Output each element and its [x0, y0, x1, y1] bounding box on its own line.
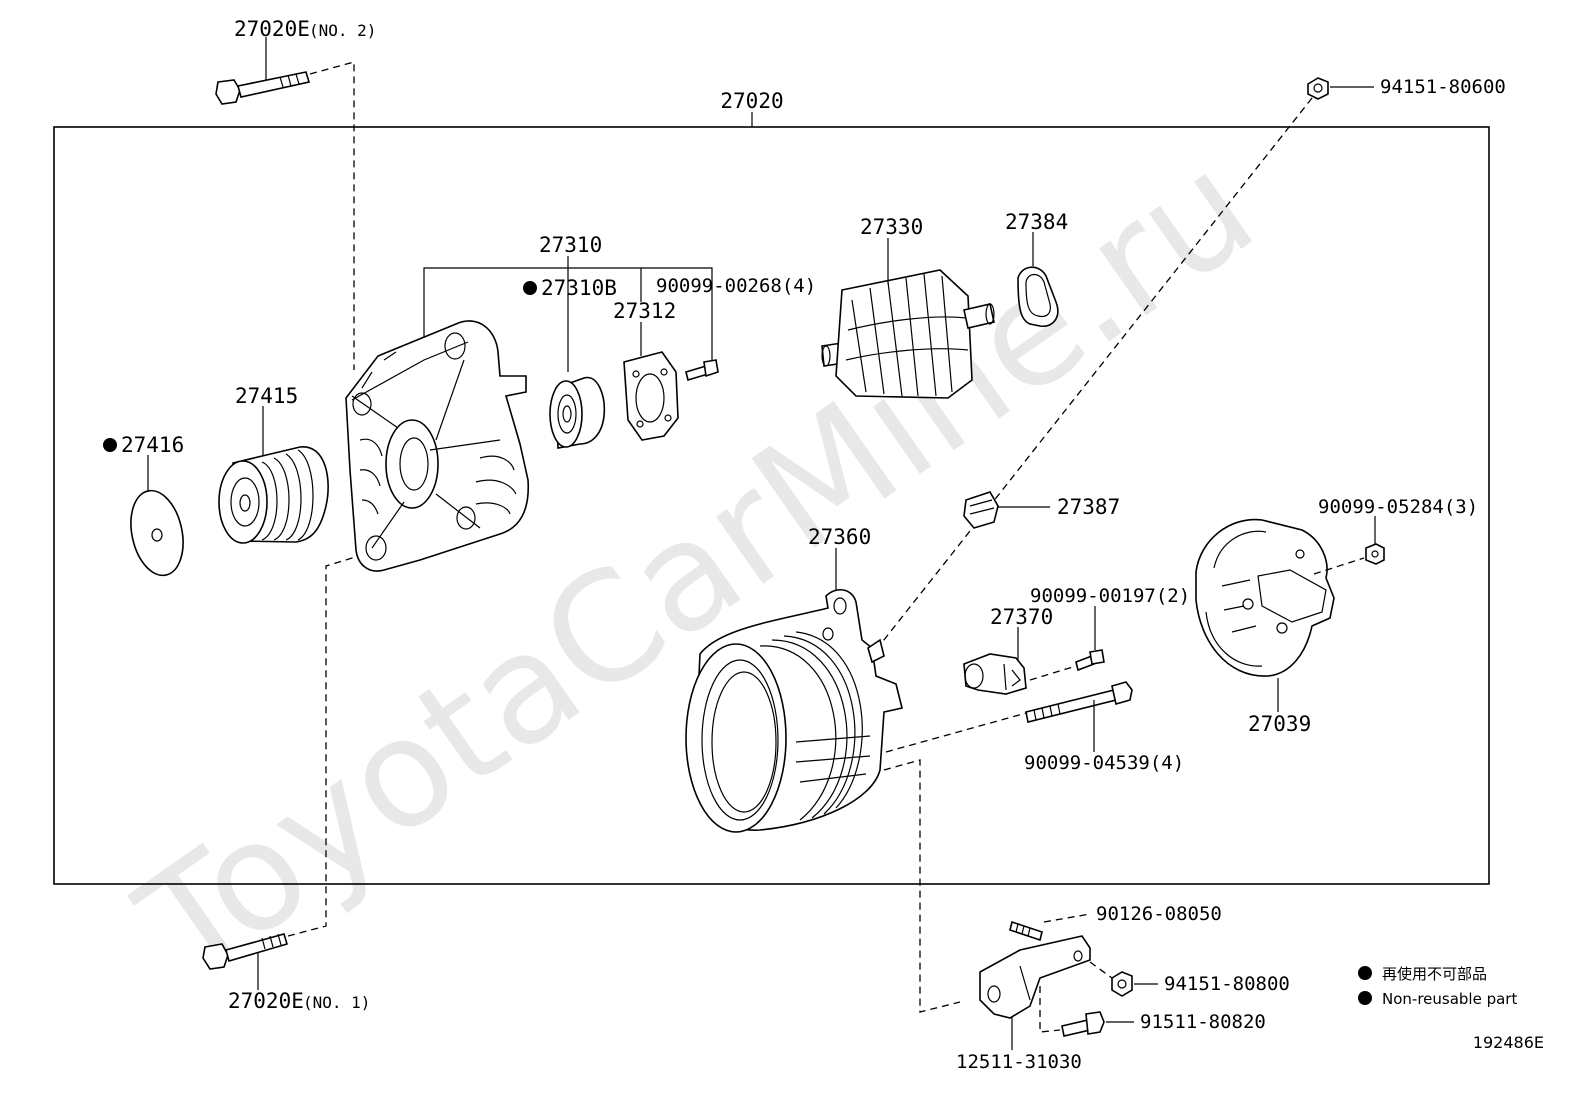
- assembly-label[interactable]: 27020: [720, 89, 783, 113]
- pulley-cap-label[interactable]: 27416: [121, 433, 184, 457]
- bolt-no2-suffix: (NO. 2): [309, 21, 376, 40]
- retainer-screw-label[interactable]: 90099-00268(4): [656, 275, 816, 297]
- bracket-bolt-part[interactable]: [1061, 1011, 1105, 1037]
- rotor-part[interactable]: [821, 269, 995, 399]
- bolt-no2-path: [309, 61, 355, 370]
- holder-screw-label[interactable]: 90099-00197(2): [1030, 585, 1190, 607]
- retainer-screw-part[interactable]: [685, 359, 719, 382]
- bracket-nut-label[interactable]: 94151-80800: [1164, 973, 1290, 995]
- bolt-no1-part[interactable]: [202, 933, 288, 970]
- rotor-ring-part[interactable]: [1017, 266, 1059, 327]
- top-nut-label[interactable]: 94151-80600: [1380, 76, 1506, 98]
- watermark: ToyotaCarMine.ru: [110, 120, 1284, 1015]
- through-bolt-part[interactable]: [1025, 681, 1133, 723]
- through-bolt-label[interactable]: 90099-04539(4): [1024, 752, 1184, 774]
- bearing-nonreusable-dot: [523, 281, 537, 295]
- stud-part[interactable]: [1009, 920, 1043, 942]
- pulley-cap-part[interactable]: [124, 486, 191, 581]
- frame-part[interactable]: [345, 320, 530, 572]
- bolt-no1-label[interactable]: 27020E: [228, 989, 304, 1013]
- stator-bolt-path: [885, 711, 1031, 753]
- retainer-label[interactable]: 27312: [613, 299, 676, 323]
- pulley-part[interactable]: [218, 446, 329, 544]
- rotor-label[interactable]: 27330: [860, 215, 923, 239]
- rotor-ring-label[interactable]: 27384: [1005, 210, 1068, 234]
- legend-dot-jp: [1358, 966, 1372, 980]
- holder-label[interactable]: 27370: [990, 605, 1053, 629]
- holder-part[interactable]: [963, 653, 1027, 695]
- bolt-no2-part[interactable]: [215, 71, 311, 105]
- legend: 再使用不可部品 Non-reusable part: [1358, 965, 1517, 1008]
- bracket-bolt-label[interactable]: 91511-80820: [1140, 1011, 1266, 1033]
- bracket-label[interactable]: 12511-31030: [956, 1051, 1082, 1073]
- pulley-label[interactable]: 27415: [235, 384, 298, 408]
- bolt-no1-path: [287, 551, 373, 937]
- bolt-no1-suffix: (NO. 1): [303, 993, 370, 1012]
- assembly-box: [53, 126, 1490, 885]
- legend-text-jp: 再使用不可部品: [1382, 965, 1487, 983]
- cover-nut-label[interactable]: 90099-05284(3): [1318, 496, 1478, 518]
- cover-nut-part[interactable]: [1365, 543, 1385, 565]
- frame-label[interactable]: 27310: [539, 233, 602, 257]
- pulley-cap-nonreusable-dot: [103, 438, 117, 452]
- end-cover-part[interactable]: [1195, 518, 1335, 677]
- figure-id: 192486E: [1473, 1033, 1544, 1052]
- stud-label[interactable]: 90126-08050: [1096, 903, 1222, 925]
- stator-part[interactable]: [685, 589, 903, 833]
- top-nut-part[interactable]: [1307, 77, 1329, 100]
- end-cover-label[interactable]: 27039: [1248, 712, 1311, 736]
- holder-screw-part[interactable]: [1075, 649, 1105, 672]
- legend-text-en: Non-reusable part: [1382, 990, 1517, 1008]
- insulator-part[interactable]: [963, 491, 999, 529]
- stator-label[interactable]: 27360: [808, 525, 871, 549]
- bracket-nut-part[interactable]: [1111, 971, 1133, 997]
- insulator-label[interactable]: 27387: [1057, 495, 1120, 519]
- bracket-path: [883, 759, 961, 1013]
- bracket-part[interactable]: [979, 935, 1091, 1019]
- bearing-part[interactable]: [549, 376, 606, 449]
- bearing-label[interactable]: 27310B: [541, 276, 617, 300]
- bolt-no2-label[interactable]: 27020E: [234, 17, 310, 41]
- retainer-part[interactable]: [623, 351, 679, 441]
- top-nut-path: [875, 97, 1313, 651]
- legend-dot-en: [1358, 991, 1372, 1005]
